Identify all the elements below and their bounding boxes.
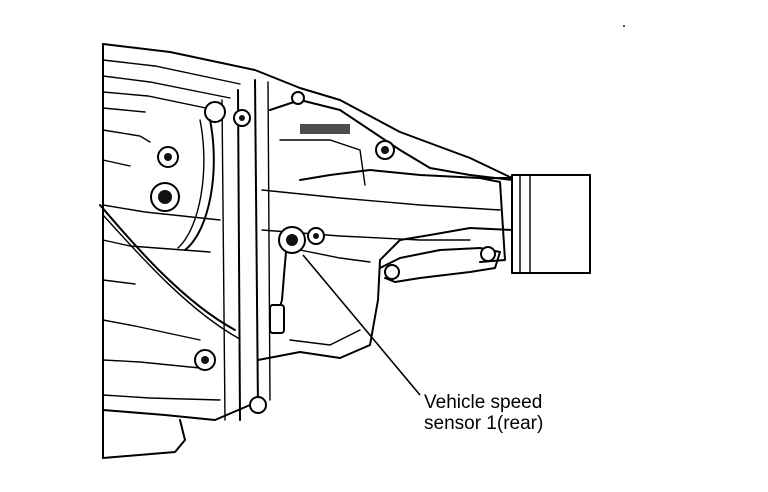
wiring-harness (99, 204, 236, 331)
housing-rib (102, 359, 201, 369)
sensor-mount-bolt (313, 233, 319, 239)
housing-bolt (381, 146, 389, 154)
sensor-connector (269, 304, 285, 334)
housing-top-outline (102, 43, 513, 179)
housing-bolt (249, 396, 267, 414)
housing-rib (102, 239, 211, 253)
housing-rib (102, 279, 136, 285)
support-bracket (379, 247, 501, 283)
housing-bolt (239, 115, 245, 121)
callout-line-2: sensor 1(rear) (424, 413, 544, 434)
callout-leader-line (302, 254, 421, 396)
flange-line (221, 99, 226, 421)
breather-hose (184, 119, 215, 251)
extension-rib (261, 189, 501, 211)
bracket-bolt (480, 246, 496, 262)
housing-bottom (102, 404, 251, 421)
housing-rib (102, 394, 221, 401)
wiring-harness (102, 214, 239, 339)
bracket-bolt (384, 264, 400, 280)
speed-sensor-body (286, 234, 298, 246)
housing-rib (102, 59, 241, 85)
housing-bolt (201, 356, 209, 364)
flange-line (254, 79, 259, 411)
extension-lower (257, 227, 513, 361)
extension-mid (299, 169, 513, 181)
speed-sensor-callout: Vehicle speed sensor 1(rear) (424, 392, 543, 434)
extension-rib (289, 329, 361, 346)
housing-stamp (300, 124, 350, 134)
housing-bottom-lug (102, 419, 186, 459)
housing-plug (158, 190, 172, 204)
scan-speck (623, 25, 625, 27)
housing-bolt (204, 101, 226, 123)
housing-rib (102, 107, 146, 113)
housing-bolt (291, 91, 305, 105)
flange-line (237, 89, 241, 421)
breather-hose (177, 119, 205, 249)
housing-rib (102, 159, 131, 167)
housing-bolt (164, 153, 172, 161)
flange-line (267, 81, 271, 401)
housing-rib (102, 204, 221, 221)
output-shaft-sleeve (511, 174, 591, 274)
housing-rib (102, 75, 231, 99)
housing-rib (102, 91, 226, 113)
extension-rib (299, 249, 371, 263)
extension-rib (279, 139, 366, 186)
housing-rib (102, 319, 201, 341)
rear-flange (479, 177, 506, 263)
callout-line-1: Vehicle speed (424, 392, 543, 413)
housing-rib (102, 129, 151, 143)
